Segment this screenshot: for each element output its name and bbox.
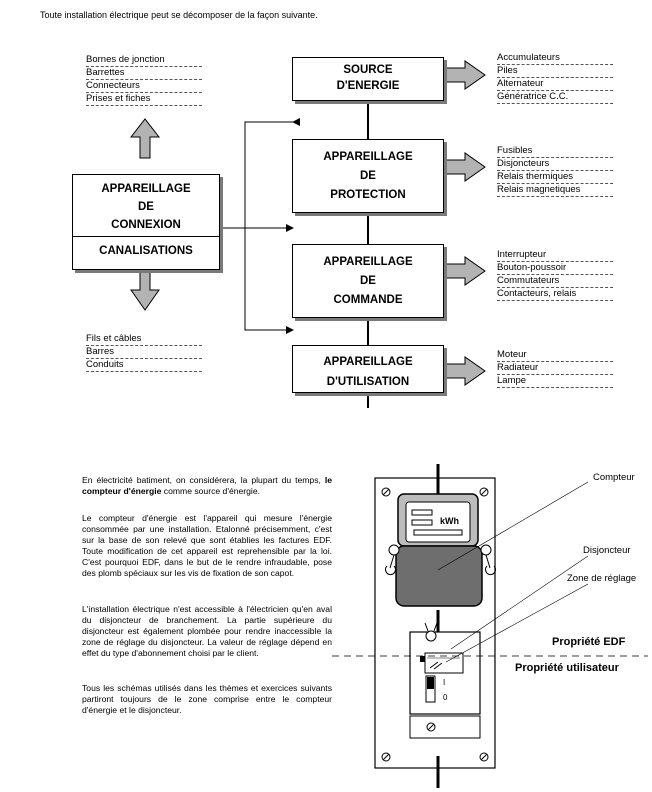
box-connexion: APPAREILLAGE DE CONNEXION CANALISATIONS [72, 174, 220, 270]
box-protection: APPAREILLAGE DE PROTECTION [292, 139, 444, 213]
list-utilisation: Moteur Radiateur Lampe [497, 349, 613, 388]
list-item: Alternateur [497, 78, 613, 91]
feed-bracket [244, 118, 300, 334]
kwh-label: kWh [440, 516, 459, 526]
box-line: SOURCE [343, 64, 393, 76]
list-item: Fusibles [497, 145, 613, 158]
arrow-up-connexion [129, 118, 161, 159]
screw-icon [381, 752, 391, 762]
arrow-protection [444, 152, 486, 182]
list-item: Fils et câbles [86, 333, 202, 346]
box-source-energie: SOURCE D'ENERGIE [292, 57, 444, 101]
list-item: Relais thermiques [497, 171, 613, 184]
screw-icon [426, 722, 436, 732]
label-propriete-utilisateur: Propriété utilisateur [515, 662, 619, 674]
paragraph-1: En électricité batiment, on considérera,… [82, 475, 332, 497]
box-line: D'UTILISATION [326, 376, 410, 388]
list-item: Radiateur [497, 362, 613, 375]
list-connexion: Bornes de jonction Barrettes Connecteurs… [86, 54, 202, 106]
list-item: Bouton-poussoir [497, 262, 613, 275]
box-line: APPAREILLAGE [101, 183, 191, 195]
seal-icon [425, 630, 437, 642]
leader-zone [445, 583, 589, 663]
box-line: D'ENERGIE [336, 80, 400, 92]
label-compteur: Compteur [593, 472, 635, 483]
list-item: Prises et fiches [86, 93, 202, 106]
screw-icon [381, 487, 391, 497]
text-span: comme source d'énergie. [161, 486, 261, 496]
list-item: Connecteurs [86, 80, 202, 93]
label-propriete-edf: Propriété EDF [552, 636, 626, 648]
list-item: Moteur [497, 349, 613, 362]
connexion-section: APPAREILLAGE DE CONNEXION [73, 175, 219, 237]
list-item: Commutateurs [497, 275, 613, 288]
meter-base [395, 545, 483, 607]
screw-icon [479, 752, 489, 762]
canalisations-section: CANALISATIONS [99, 245, 193, 257]
arrow-source [444, 60, 486, 90]
list-canalisations: Fils et câbles Barres Conduits [86, 333, 202, 372]
box-line: APPAREILLAGE [323, 356, 413, 368]
box-line: APPAREILLAGE [323, 256, 413, 268]
list-item: Barrettes [86, 67, 202, 80]
leader-disjoncteur [450, 555, 589, 650]
arrow-utilisation [444, 356, 486, 386]
meter-figure: kWh I 0 [332, 464, 648, 788]
leader-compteur [437, 481, 589, 571]
arrow-commande [444, 256, 486, 286]
list-source: Accumulateurs Piles Alternateur Génératr… [497, 52, 613, 104]
box-line: DE [138, 201, 154, 213]
list-item: Accumulateurs [497, 52, 613, 65]
box-line: APPAREILLAGE [323, 151, 413, 163]
list-item: Disjoncteurs [497, 158, 613, 171]
list-item: Interrupteur [497, 249, 613, 262]
seal-icon [388, 544, 400, 556]
text-span: En électricité batiment, on considérera,… [82, 475, 325, 485]
switch-on-label: I [443, 678, 445, 687]
screw-icon [479, 487, 489, 497]
paragraph-3: L'installation électrique n'est accessib… [82, 604, 332, 658]
setting-screw-icon [429, 661, 443, 670]
paragraph-4: Tous les schémas utilisés dans les thème… [82, 683, 332, 715]
list-item: Bornes de jonction [86, 54, 202, 67]
breaker-terminals [409, 715, 481, 739]
list-item: Relais magnetiques [497, 184, 613, 197]
list-item: Conduits [86, 359, 202, 372]
label-disjoncteur: Disjoncteur [583, 545, 631, 556]
list-commande: Interrupteur Bouton-poussoir Commutateur… [497, 249, 613, 301]
arrow-down-canalisations [130, 271, 160, 311]
label-zone-reglage: Zone de réglage [567, 573, 637, 584]
box-line: COMMANDE [333, 294, 403, 306]
intro-text: Toute installation électrique peut se dé… [40, 10, 318, 20]
seal-icon [480, 544, 492, 556]
paragraph-2: Le compteur d'énergie est l'appareil qui… [82, 513, 332, 578]
list-item: Génératrice C.C. [497, 91, 613, 104]
switch-off-label: 0 [443, 693, 448, 702]
list-item: Piles [497, 65, 613, 78]
list-protection: Fusibles Disjoncteurs Relais thermiques … [497, 145, 613, 197]
list-item: Lampe [497, 375, 613, 388]
list-item: Barres [86, 346, 202, 359]
bold-term: le compteur d'énergie [82, 475, 332, 496]
box-line: DE [360, 170, 376, 182]
breaker-body [409, 631, 481, 715]
box-line: DE [360, 275, 376, 287]
list-item: Contacteurs, relais [497, 288, 613, 301]
box-line: CONNEXION [111, 219, 181, 231]
box-utilisation: APPAREILLAGE D'UTILISATION [292, 345, 444, 393]
box-commande: APPAREILLAGE DE COMMANDE [292, 244, 444, 318]
box-line: PROTECTION [330, 189, 406, 201]
